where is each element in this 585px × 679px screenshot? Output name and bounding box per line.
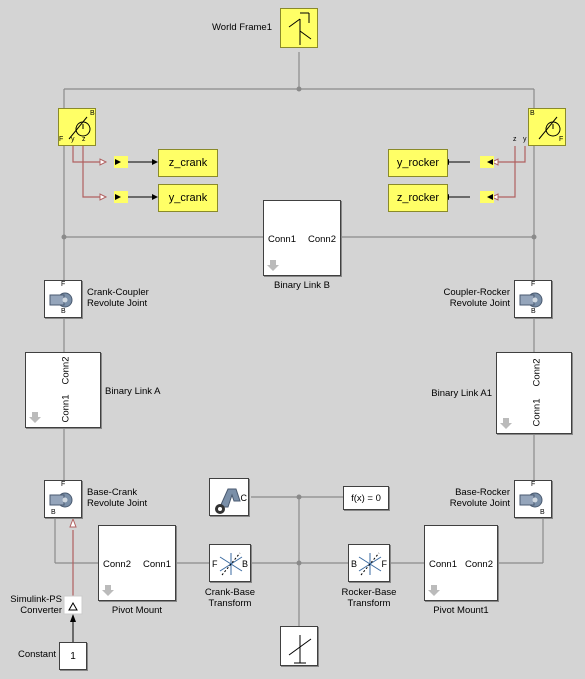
crank-coupler-port-f: F xyxy=(61,281,66,288)
rocker-base-transform-label: Rocker-Base Transform xyxy=(341,587,397,609)
ground-frame-block[interactable] xyxy=(280,626,318,666)
junction-dots xyxy=(61,86,537,566)
clock-sensor-icon xyxy=(538,116,561,140)
binary-link-b-block[interactable]: Conn1 Conn2 xyxy=(263,200,341,276)
crank-base-transform-block[interactable]: F B xyxy=(209,544,251,582)
world-frame-icon xyxy=(288,635,312,664)
transform-sensor-left[interactable] xyxy=(58,108,96,146)
constant-label: Constant xyxy=(17,649,56,660)
crank-base-port-b: B xyxy=(241,559,248,569)
gear-arm-icon xyxy=(215,488,241,514)
z-rocker-block[interactable]: z_rocker xyxy=(388,184,448,212)
crank-coupler-label: Crank-Coupler Revolute Joint xyxy=(87,287,149,309)
sensor-right-port-z: z xyxy=(513,136,517,143)
rocker-base-port-f: F xyxy=(381,559,388,569)
pivot-mount1-block[interactable]: Conn1 Conn2 xyxy=(424,525,498,601)
coupler-rocker-port-b: B xyxy=(531,308,536,315)
y-rocker-block[interactable]: y_rocker xyxy=(388,149,448,177)
solver-config-block[interactable]: f(x) = 0 xyxy=(343,486,389,510)
clock-sensor-icon xyxy=(68,116,91,140)
output-signal-lines xyxy=(72,161,470,642)
rigid-transform-icon xyxy=(219,552,243,576)
pivot-mount-label: Pivot Mount xyxy=(111,605,163,616)
world-frame-label: World Frame1 xyxy=(211,22,272,33)
y-crank-label: y_crank xyxy=(168,192,208,204)
pivot-mount-port-conn1: Conn1 xyxy=(143,559,171,570)
pivot-mount-block[interactable]: Conn2 Conn1 xyxy=(98,525,176,601)
hollow-arrowheads xyxy=(69,158,499,528)
coupler-rocker-joint[interactable] xyxy=(514,280,552,318)
pivot-mount1-label: Pivot Mount1 xyxy=(433,605,489,616)
sensor-left-port-z: z xyxy=(82,136,86,143)
crank-base-port-f: F xyxy=(212,559,218,569)
link-a-port-conn1: Conn1 xyxy=(60,394,72,423)
sensor-right-port-f: F xyxy=(559,136,564,143)
simulink-ps-label: Simulink-PS Converter xyxy=(10,594,62,616)
world-frame-icon xyxy=(288,12,312,45)
revolute-joint-icon xyxy=(49,492,73,508)
sensor-left-port-f: F xyxy=(59,136,64,143)
revolute-joint-icon xyxy=(519,292,543,308)
pivot-mount-port-conn2: Conn2 xyxy=(103,559,131,570)
constant-value: 1 xyxy=(70,650,76,662)
sensor-left-port-y: y xyxy=(71,136,75,143)
base-crank-port-b: B xyxy=(51,509,56,516)
base-rocker-label: Base-Rocker Revolute Joint xyxy=(449,487,510,509)
down-arrow-icon xyxy=(500,418,512,429)
link-b-port-conn2: Conn2 xyxy=(308,234,336,245)
binary-link-a1-label: Binary Link A1 xyxy=(431,388,492,399)
binary-link-a-block[interactable]: Conn2 Conn1 xyxy=(25,352,101,428)
signal-lines xyxy=(72,146,526,613)
coupler-rocker-label: Coupler-Rocker Revolute Joint xyxy=(443,287,510,309)
sensor-left-port-b: B xyxy=(90,110,95,117)
link-a1-port-conn1: Conn1 xyxy=(531,398,543,427)
crank-base-transform-label: Crank-Base Transform xyxy=(204,587,256,609)
crank-coupler-joint[interactable] xyxy=(44,280,82,318)
sensor-right-port-y: y xyxy=(523,136,527,143)
base-rocker-port-f: F xyxy=(531,481,536,488)
revolute-joint-icon xyxy=(519,492,543,508)
y-rocker-label: y_rocker xyxy=(396,157,440,169)
binary-link-a-label: Binary Link A xyxy=(105,386,161,397)
z-crank-label: z_crank xyxy=(168,157,208,169)
link-a-port-conn2: Conn2 xyxy=(60,356,72,385)
link-a1-port-conn2: Conn2 xyxy=(531,358,543,387)
rocker-base-port-b: B xyxy=(351,559,358,569)
base-crank-label: Base-Crank Revolute Joint xyxy=(87,487,148,509)
link-b-port-conn1: Conn1 xyxy=(268,234,296,245)
rocker-base-transform-block[interactable]: B F xyxy=(348,544,390,582)
transform-sensor-right[interactable] xyxy=(528,108,566,146)
binary-link-b-label: Binary Link B xyxy=(274,280,330,291)
down-arrow-icon xyxy=(267,260,279,271)
z-crank-block[interactable]: z_crank xyxy=(158,149,218,177)
base-crank-port-f: F xyxy=(61,481,66,488)
base-rocker-port-b: B xyxy=(540,509,545,516)
converter-arrows xyxy=(115,159,493,200)
config-port-c: C xyxy=(240,493,248,503)
z-rocker-label: z_rocker xyxy=(396,192,440,204)
simulink-ps-arrow xyxy=(68,601,78,611)
revolute-joint-icon xyxy=(49,292,73,308)
base-crank-joint[interactable] xyxy=(44,480,82,518)
solver-label: f(x) = 0 xyxy=(351,492,381,504)
pivot-mount1-port-conn1: Conn1 xyxy=(429,559,457,570)
sensor-right-port-b: B xyxy=(530,110,535,117)
binary-link-a1-block[interactable]: Conn2 Conn1 xyxy=(496,352,572,434)
coupler-rocker-port-f: F xyxy=(531,281,536,288)
crank-coupler-port-b: B xyxy=(61,308,66,315)
down-arrow-icon xyxy=(102,585,114,596)
pivot-mount1-port-conn2: Conn2 xyxy=(465,559,493,570)
constant-block[interactable]: 1 xyxy=(59,642,87,670)
base-rocker-joint[interactable] xyxy=(514,480,552,518)
world-frame-block[interactable] xyxy=(280,8,318,48)
rigid-transform-icon xyxy=(358,552,382,576)
y-crank-block[interactable]: y_crank xyxy=(158,184,218,212)
down-arrow-icon xyxy=(428,585,440,596)
down-arrow-icon xyxy=(29,412,41,423)
mechanism-config-block[interactable]: C xyxy=(209,478,249,516)
